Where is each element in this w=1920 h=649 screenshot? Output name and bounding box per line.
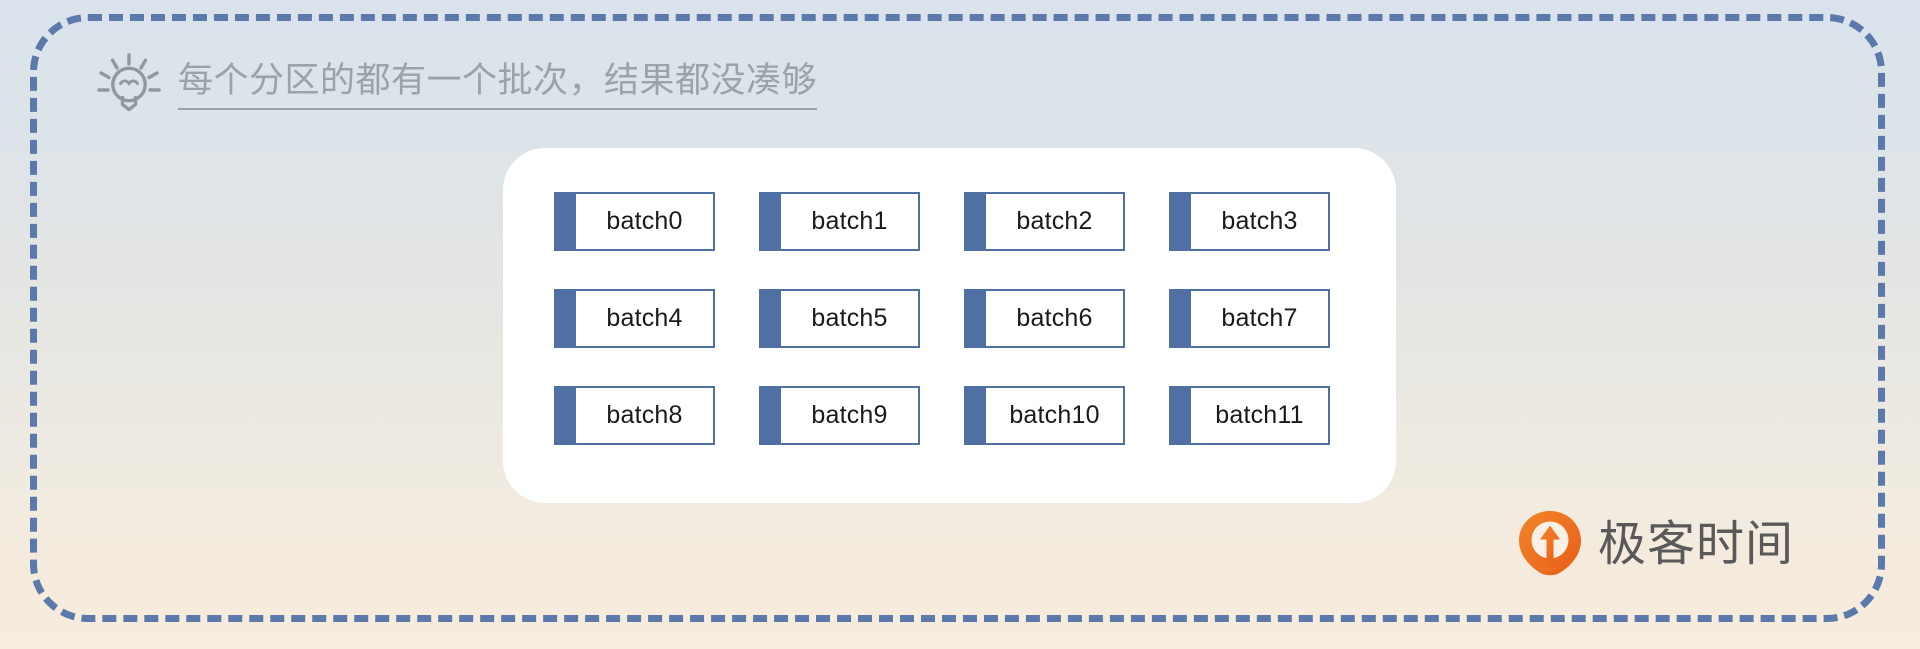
batch-accent-bar xyxy=(554,386,574,445)
batch-label: batch0 xyxy=(606,207,683,235)
batch-body: batch8 xyxy=(574,386,715,445)
batch-accent-bar xyxy=(1169,386,1189,445)
batch-label: batch4 xyxy=(606,304,683,332)
batch-accent-bar xyxy=(759,386,779,445)
brand-name: 极客时间 xyxy=(1598,516,1795,572)
batch-body: batch1 xyxy=(779,192,920,251)
batch-label: batch7 xyxy=(1221,304,1298,332)
batch-body: batch9 xyxy=(779,386,920,445)
batch-label: batch1 xyxy=(811,207,888,235)
batch-item[interactable]: batch3 xyxy=(1169,192,1330,251)
batch-item[interactable]: batch2 xyxy=(964,192,1125,251)
batch-accent-bar xyxy=(1169,192,1189,251)
batch-item[interactable]: batch6 xyxy=(964,289,1125,348)
batch-accent-bar xyxy=(554,289,574,348)
batch-accent-bar xyxy=(554,192,574,251)
page-title: 每个分区的都有一个批次，结果都没凑够 xyxy=(178,60,818,111)
batch-accent-bar xyxy=(964,386,984,445)
batch-body: batch0 xyxy=(574,192,715,251)
batch-item[interactable]: batch10 xyxy=(964,386,1125,445)
batch-item[interactable]: batch1 xyxy=(759,192,920,251)
batch-body: batch5 xyxy=(779,289,920,348)
batch-label: batch11 xyxy=(1215,401,1304,429)
batch-label: batch5 xyxy=(811,304,888,332)
batch-body: batch4 xyxy=(574,289,715,348)
batch-body: batch2 xyxy=(984,192,1125,251)
batch-accent-bar xyxy=(964,289,984,348)
batch-accent-bar xyxy=(759,289,779,348)
batch-body: batch10 xyxy=(984,386,1125,445)
brand-logo: 极客时间 xyxy=(1518,510,1794,578)
batch-grid: batch0 batch1 batch2 batch3 xyxy=(554,192,1330,445)
batch-label: batch3 xyxy=(1221,207,1298,235)
geektime-logo-icon xyxy=(1518,510,1582,578)
lightbulb-icon xyxy=(96,52,162,118)
header: 每个分区的都有一个批次，结果都没凑够 xyxy=(96,52,818,118)
batch-accent-bar xyxy=(964,192,984,251)
batch-body: batch3 xyxy=(1189,192,1330,251)
batch-body: batch11 xyxy=(1189,386,1330,445)
batch-item[interactable]: batch9 xyxy=(759,386,920,445)
batch-item[interactable]: batch5 xyxy=(759,289,920,348)
batch-label: batch2 xyxy=(1016,207,1093,235)
batch-accent-bar xyxy=(759,192,779,251)
batch-body: batch7 xyxy=(1189,289,1330,348)
batch-body: batch6 xyxy=(984,289,1125,348)
batch-item[interactable]: batch4 xyxy=(554,289,715,348)
batch-panel: batch0 batch1 batch2 batch3 xyxy=(503,148,1396,503)
batch-label: batch8 xyxy=(606,401,683,429)
batch-label: batch6 xyxy=(1016,304,1093,332)
batch-item[interactable]: batch7 xyxy=(1169,289,1330,348)
batch-item[interactable]: batch11 xyxy=(1169,386,1330,445)
batch-item[interactable]: batch8 xyxy=(554,386,715,445)
batch-label: batch10 xyxy=(1009,401,1100,429)
batch-accent-bar xyxy=(1169,289,1189,348)
batch-item[interactable]: batch0 xyxy=(554,192,715,251)
batch-label: batch9 xyxy=(811,401,888,429)
